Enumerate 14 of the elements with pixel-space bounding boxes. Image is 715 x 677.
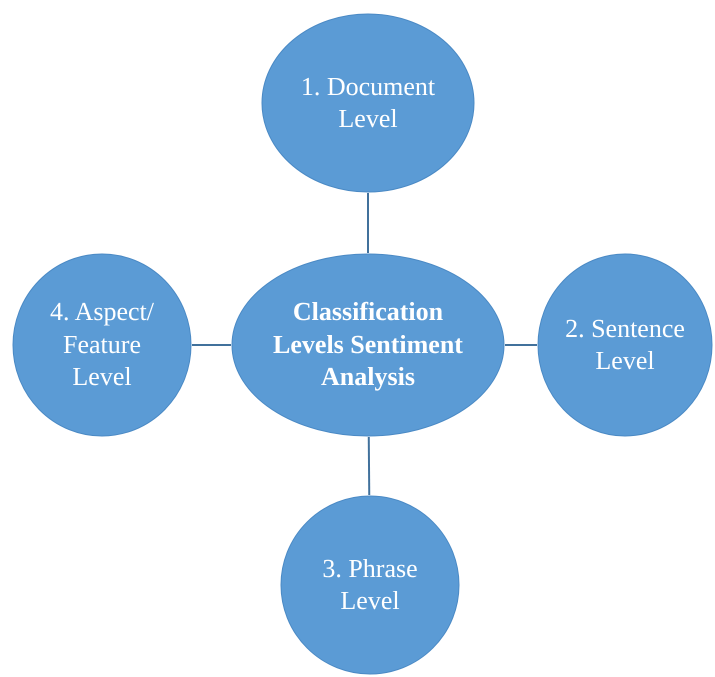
ellipse-node (537, 253, 713, 437)
ellipse-node (231, 253, 505, 437)
node-title: Classification Levels Sentiment Analysis (273, 296, 463, 394)
ellipse-node (12, 253, 192, 437)
node-label: 4. Aspect/ Feature Level (49, 296, 155, 394)
node-label: 1. Document Level (300, 70, 436, 135)
connector-line (505, 344, 537, 346)
ellipse-node (280, 495, 460, 675)
connector-line (367, 193, 369, 253)
ellipse-node (261, 13, 475, 193)
connector-line (192, 344, 231, 346)
node-label: 2. Sentence Level (564, 312, 686, 377)
connector-line (368, 436, 370, 496)
node-label: 3. Phrase Level (321, 552, 419, 617)
